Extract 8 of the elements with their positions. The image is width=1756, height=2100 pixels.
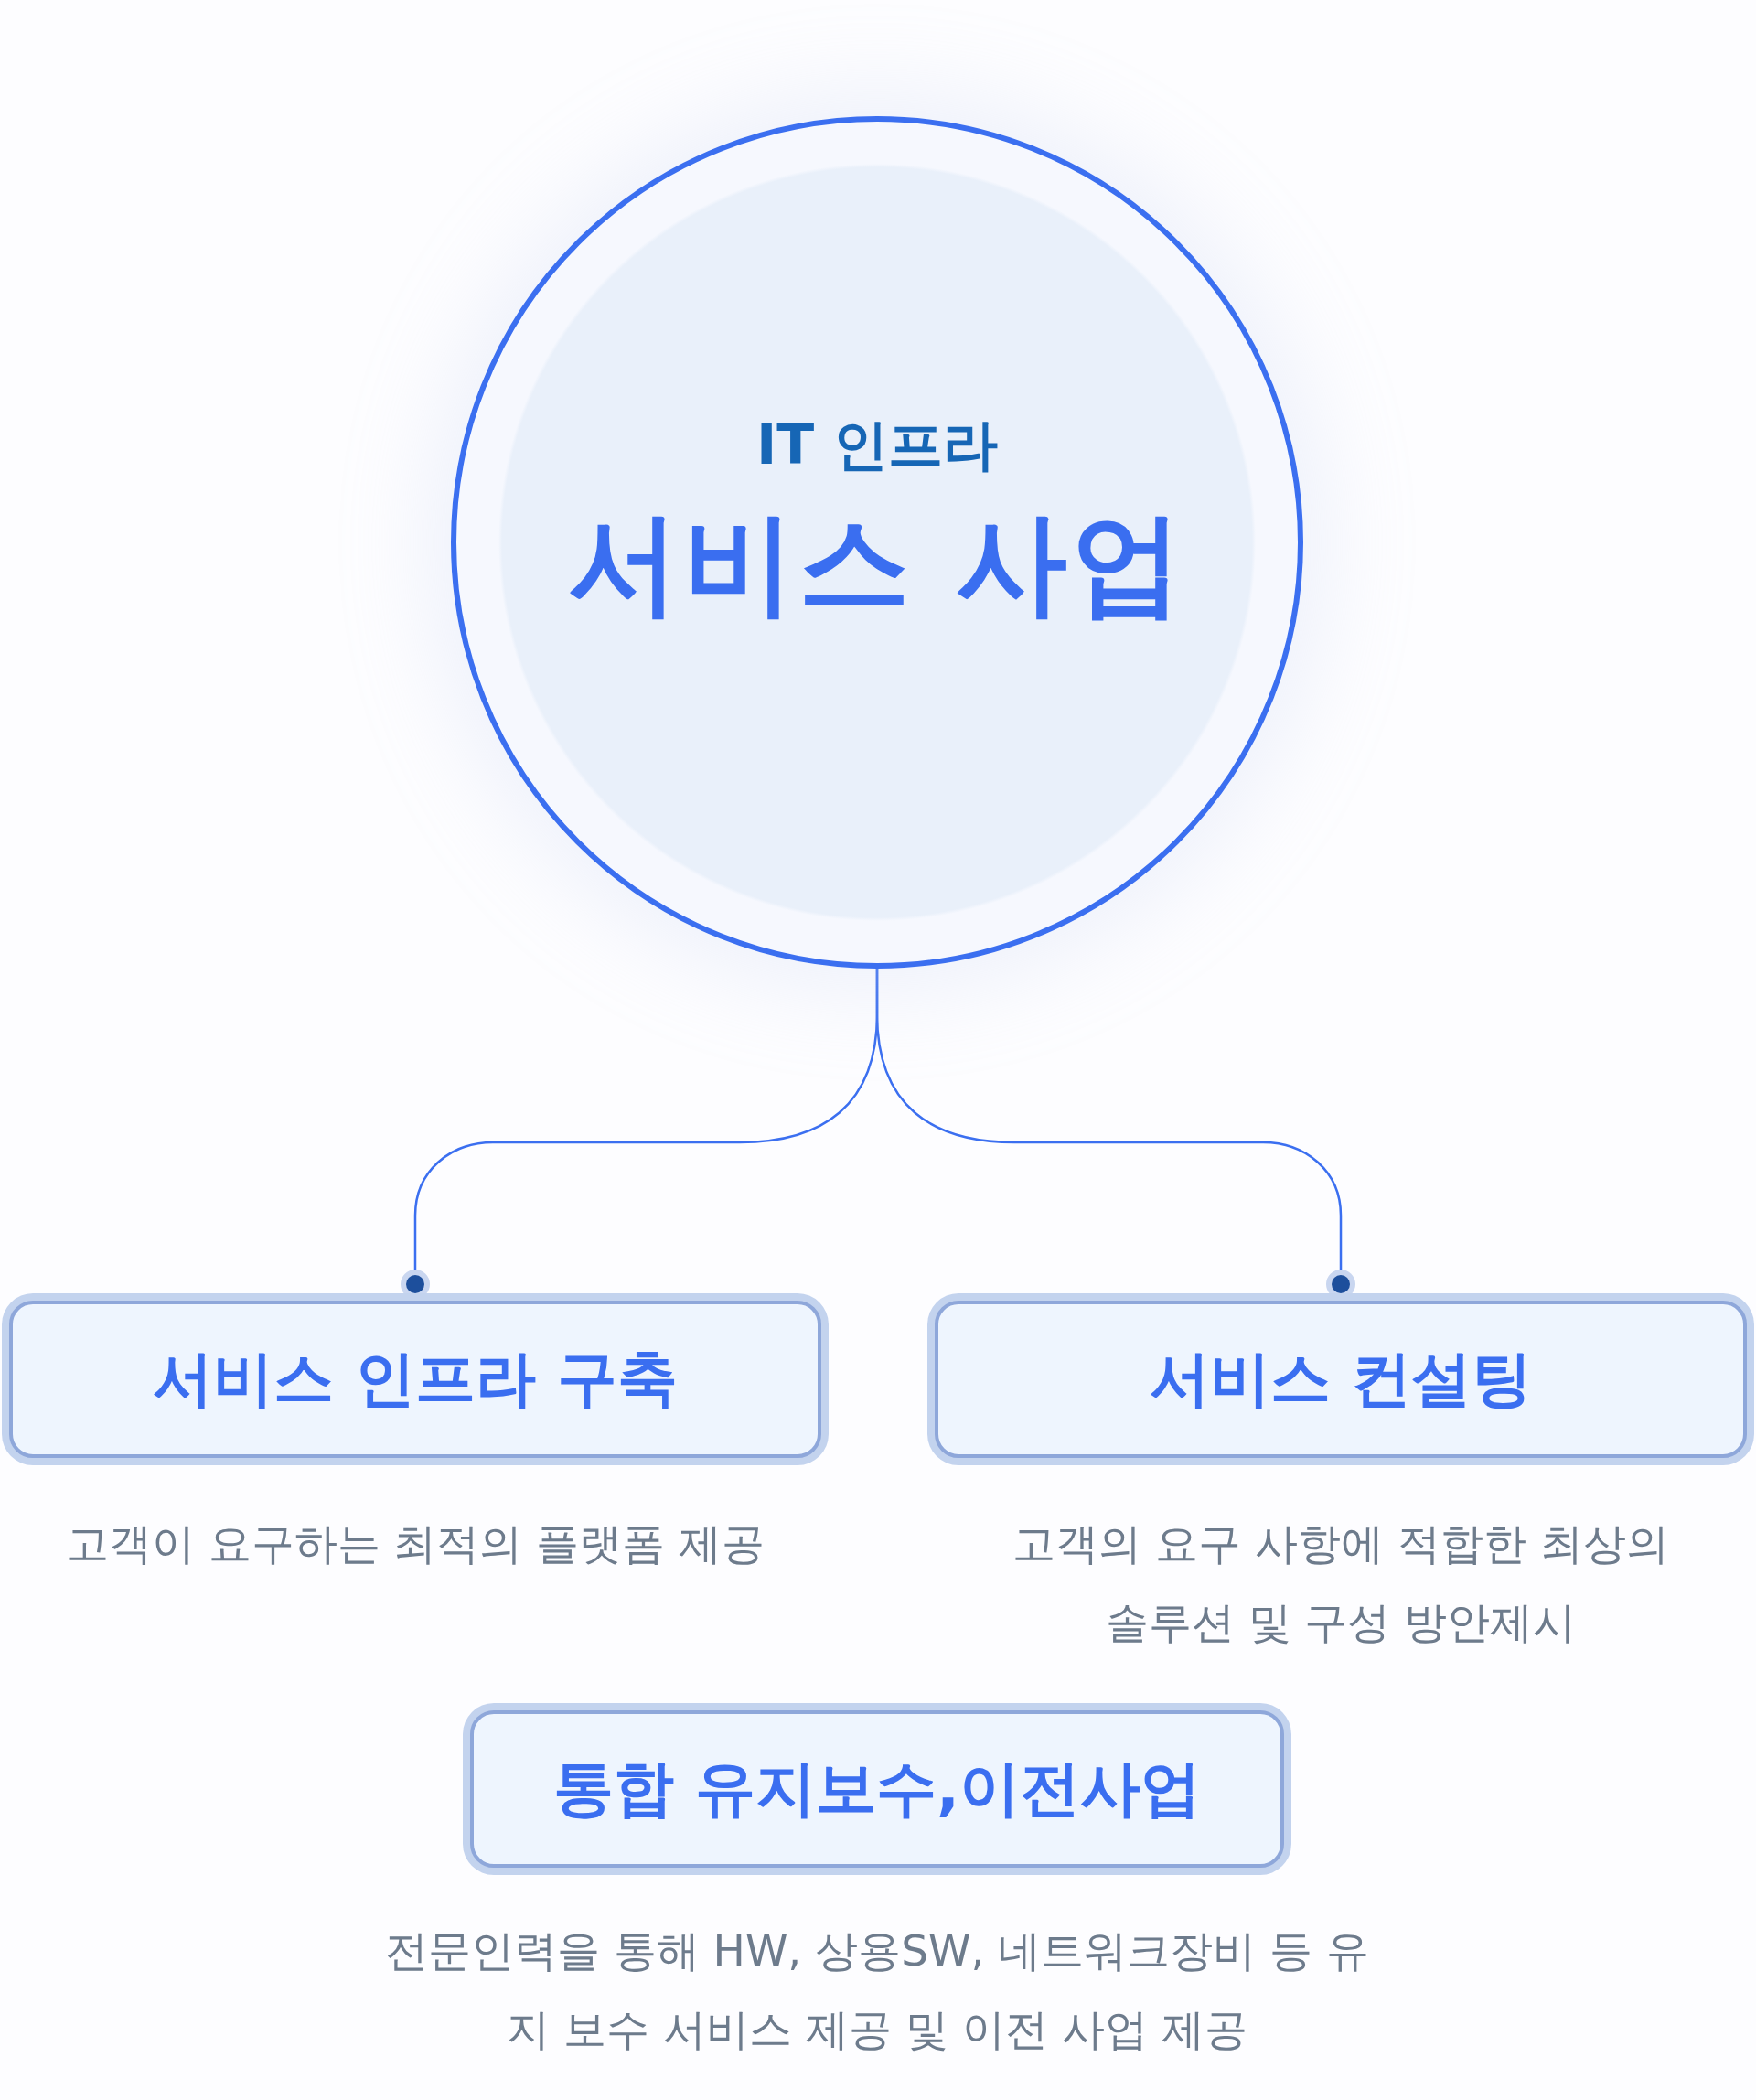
circle-subtitle: IT 인프라 (755, 411, 999, 478)
box-title: 서비스 인프라 구축 (153, 1343, 678, 1416)
box-title: 서비스 컨설팅 (1149, 1343, 1533, 1416)
box-title: 통합 유지보수,이전사업 (552, 1752, 1202, 1826)
circle-title: 서비스 사업 (567, 497, 1187, 630)
description-text: 고객이 요구하는 최적의 플랫폼 제공 (64, 1517, 766, 1570)
description-text: 전문인력을 통해 HW, 상용SW, 네트워크장비 등 유지 보수 서비스 제공 및 이전 사업 제공 (383, 1924, 1371, 2056)
description-text: 고객의 요구 사항에 적합한 최상의 솔루션 및 구성 방안제시 (1012, 1517, 1670, 1649)
